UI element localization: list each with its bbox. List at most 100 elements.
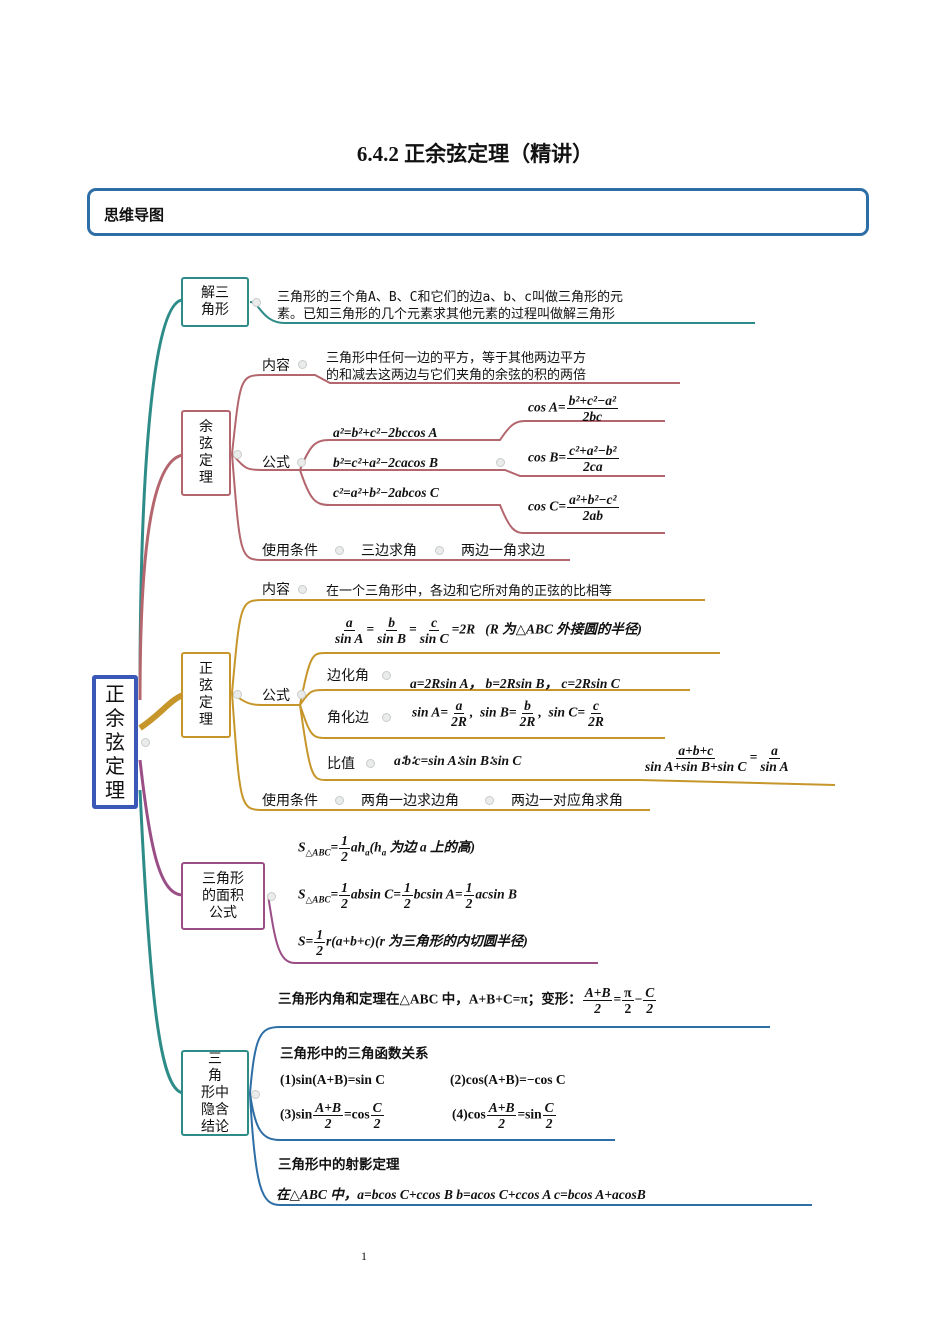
cosA-den: 2bc — [582, 409, 603, 424]
sine-formula-dot[interactable] — [297, 690, 306, 699]
connector-b3-content — [231, 599, 705, 694]
branch-area-formula[interactable]: 三角形 的面积 公式 — [181, 862, 265, 930]
sine-content-dot[interactable] — [298, 585, 307, 594]
cosine-formula-1: a²=b²+c²−2bccos A — [333, 425, 438, 440]
cosine-formula-3: c²=a²+b²−2abcos C — [333, 485, 439, 500]
ratio-a-den: sin A — [335, 631, 364, 646]
cosA-lhs: cos A= — [528, 399, 566, 415]
root-node: 正 余 弦 定 理 — [92, 675, 138, 809]
trig-relation-1: (1)sin(A+B)=sin C — [280, 1072, 386, 1087]
half-num: 1 — [339, 833, 350, 849]
cosine-use-label: 使用条件 — [262, 543, 318, 559]
connector-root-branch4 — [138, 759, 184, 897]
connector-root-branch5 — [138, 789, 184, 1095]
sine-sub3-dot[interactable] — [366, 759, 375, 768]
area1-note: (h — [369, 839, 382, 855]
branch2-dot[interactable] — [233, 450, 242, 459]
half-den: 2 — [341, 849, 348, 864]
branch-cosine-law[interactable]: 余 弦 定 理 — [181, 410, 231, 496]
cosB-lhs: cos B= — [528, 449, 567, 465]
sub3-frac2-num: a — [769, 743, 780, 759]
t3-num2: C — [370, 1100, 384, 1116]
half-den: 2 — [341, 896, 348, 911]
half-num: 1 — [463, 880, 475, 896]
connector-b2-f-down — [299, 469, 665, 534]
sub2-b-num: b — [522, 698, 533, 714]
branch-implicit-conclusions[interactable]: 三 角 形中 隐含 结论 — [181, 1050, 249, 1136]
angle-frac1-num: A+B — [582, 985, 613, 1001]
cosC-den: 2ab — [582, 508, 603, 523]
branch1-dot[interactable] — [252, 298, 261, 307]
branch-solve-triangle[interactable]: 解三 角形 — [181, 277, 249, 327]
sine-use-2: 两边一对应角求角 — [511, 793, 623, 809]
connector-root-branch1 — [138, 298, 184, 691]
sine-sub2-dot[interactable] — [382, 713, 391, 722]
half-den: 2 — [404, 896, 411, 911]
angle-frac3-num: C — [643, 985, 657, 1001]
cosine-use-dot[interactable] — [335, 546, 344, 555]
area1-tail: ah — [350, 839, 366, 855]
page-title: 6.4.2 正余弦定理（精讲） — [356, 142, 594, 166]
branch5-dot[interactable] — [251, 1090, 260, 1099]
half-num: 1 — [314, 927, 325, 943]
t3-mid: =cos — [343, 1106, 370, 1122]
cosine-content-dot[interactable] — [298, 360, 307, 369]
sub2-b-lhs: sin B= — [479, 704, 517, 720]
cosine-content-label: 内容 — [262, 358, 290, 374]
cosine-formula-label: 公式 — [262, 455, 290, 471]
connector-b3-sub3 — [299, 704, 836, 786]
sine-sub1-dot[interactable] — [382, 671, 391, 680]
trig-relation-2: (2)cos(A+B)=−cos C — [450, 1072, 566, 1087]
branch-sine-law[interactable]: 正 弦 定 理 — [181, 652, 231, 738]
connector-root-branch2 — [138, 453, 184, 701]
section-header-box — [87, 188, 869, 236]
cosine-use-2: 两边一角求边 — [461, 543, 545, 559]
cosine-use1-dot[interactable] — [435, 546, 444, 555]
sine-use1-dot[interactable] — [485, 796, 494, 805]
area1-sub: △ABC — [305, 847, 331, 858]
t3-den: 2 — [324, 1116, 332, 1131]
ratio-c-num: c — [429, 615, 440, 631]
angle-frac2-den: 2 — [624, 1001, 632, 1016]
branch4-dot[interactable] — [267, 892, 276, 901]
sine-use-dot[interactable] — [335, 796, 344, 805]
t4-den2: 2 — [545, 1116, 553, 1131]
connector-b2-use — [231, 453, 570, 561]
cosB-den: 2ca — [583, 459, 603, 474]
connector-b4 — [267, 894, 598, 964]
ratio-b-den: sin B — [377, 631, 407, 646]
half-num: 1 — [402, 880, 413, 896]
t4-pre: (4)cos — [452, 1106, 486, 1122]
ratio-note: (R 为△ABC 外接圆的半径) — [485, 621, 642, 637]
root-collapse-dot[interactable] — [141, 738, 150, 747]
cosine-use-1: 三边求角 — [361, 543, 417, 559]
sub2-a-lhs: sin A= — [412, 704, 449, 720]
area1-note-tail: 为边 a 上的高) — [386, 839, 476, 855]
branch3-dot[interactable] — [233, 690, 242, 699]
sine-use-label: 使用条件 — [262, 793, 318, 809]
area3-tail: r(a+b+c)(r 为三角形的内切圆半径) — [325, 933, 528, 949]
angle-frac3-den: 2 — [646, 1001, 654, 1016]
area2-b: bcsin A= — [413, 886, 463, 902]
angle-sum-text: 三角形内角和定理在△ABC 中，A+B+C=π；变形： — [278, 991, 582, 1007]
cosine-content-line2: 的和减去这两边与它们夹角的余弦的积的两倍 — [326, 368, 587, 383]
cosC-num: a²+b²−c² — [567, 492, 619, 508]
area1-note-sub: a — [381, 847, 387, 858]
half-den: 2 — [465, 896, 473, 911]
cosine-formula-dot[interactable] — [297, 458, 306, 467]
half-den: 2 — [316, 943, 323, 958]
cosine-formula-mid-dot[interactable] — [496, 458, 505, 467]
sub2-a-den: 2R — [451, 714, 467, 729]
area2-lhs: S — [298, 886, 306, 902]
sine-content-label: 内容 — [262, 582, 290, 598]
sub2-a-num: a — [453, 698, 465, 714]
